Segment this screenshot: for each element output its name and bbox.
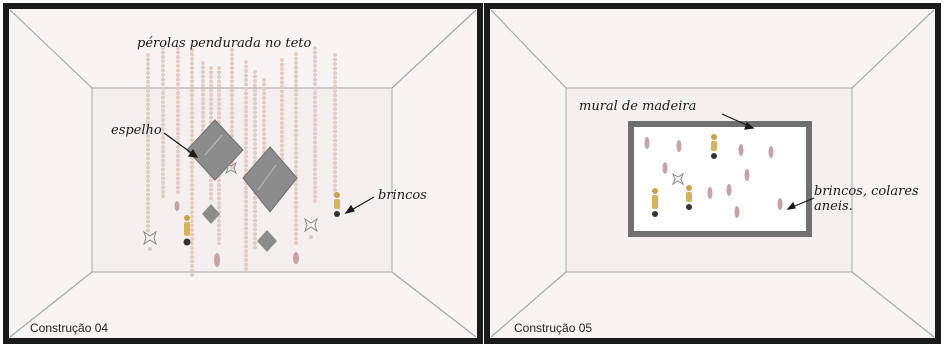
annotation-arrow-icon [721, 113, 815, 210]
mural-label: mural de madeira [579, 99, 697, 114]
mirror-shine [257, 164, 277, 191]
pink-drop-earring-icon [174, 201, 180, 211]
diamond-mirror-icon [242, 146, 298, 213]
gold-earring-icon [711, 134, 717, 159]
perspective-lines [490, 9, 935, 338]
bow-earring-icon [224, 161, 238, 175]
bow-earring-icon [671, 172, 685, 186]
annotation-arrow-icon [163, 132, 375, 214]
pearl-strand-icon [244, 60, 248, 271]
panel-construcao-05: mural de madeira brincos, colares aneis.… [484, 0, 944, 345]
gold-earring-icon [686, 185, 692, 210]
pink-drop-earring-icon [214, 253, 220, 267]
diamond-mirror-icon [257, 230, 277, 252]
mural-jewelry [644, 134, 783, 218]
gold-earring-icon [334, 192, 340, 217]
pearl-strand-icon [313, 46, 317, 203]
room-drawing [484, 3, 941, 344]
perspective-lines [9, 9, 477, 338]
pearl-strand-icon [161, 46, 165, 199]
bow-earring-icon [143, 230, 157, 251]
pearl-strand-icon [333, 53, 337, 197]
diamond-mirror-icon [202, 204, 220, 224]
back-wall [91, 87, 393, 273]
pearl-strands [146, 46, 337, 277]
pearl-strand-icon [294, 52, 298, 245]
jewelry-label: brincos, colares aneis. [814, 184, 919, 214]
title-label: pérolas pendurada no teto [137, 36, 312, 51]
panel-construcao-04: pérolas pendurada no teto espelho brinco… [3, 3, 483, 344]
panel-caption: Construção 05 [514, 321, 593, 335]
mirrors [186, 119, 298, 252]
earrings-label: brincos [378, 188, 427, 203]
pearl-strand-icon [262, 78, 266, 163]
gold-earring-icon [652, 188, 658, 217]
pearl-strand-icon [146, 53, 150, 233]
pink-drop-earring-icon [293, 252, 299, 264]
pearl-strand-icon [190, 48, 194, 277]
pink-drop-earring-icon [644, 137, 783, 218]
mirror-shine [204, 134, 223, 156]
wooden-mural [628, 121, 812, 237]
bow-earring-icon [304, 217, 318, 239]
panel-caption: Construção 04 [30, 321, 109, 335]
mirror-label: espelho [111, 123, 162, 138]
room-drawing [3, 3, 483, 344]
earrings [143, 161, 340, 267]
pearl-strand-icon [176, 46, 180, 194]
gold-earring-icon [183, 215, 191, 246]
